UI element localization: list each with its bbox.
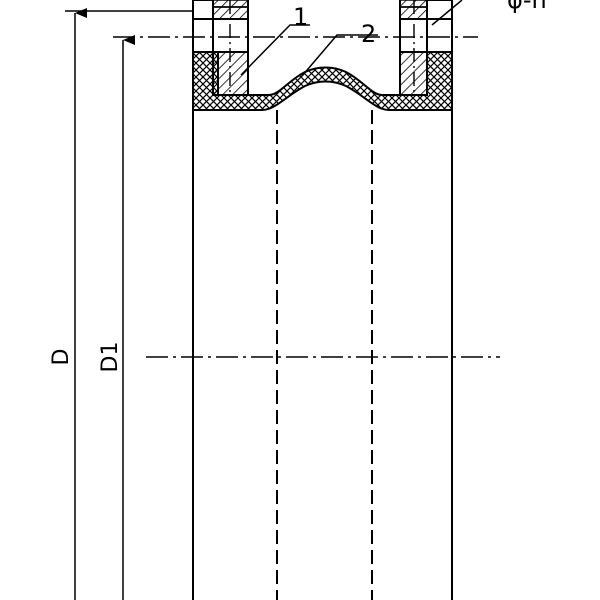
leader-line-1: [240, 24, 310, 76]
leader-line-2: [301, 34, 378, 77]
outer-flange-lines: [192, 110, 453, 600]
dimension-label-d1: D1: [98, 342, 123, 373]
dimension-label-d: D: [49, 349, 74, 366]
left-bolt-block: [192, 0, 214, 20]
callout-label-2: 2: [361, 20, 376, 48]
bore-hidden-lines: [276, 110, 373, 600]
callout-label-1: 1: [293, 3, 308, 31]
callout-label-bolt-holes: φ-n: [507, 0, 547, 14]
bolt-hole-centerlines: [229, 0, 415, 96]
leader-line-bolt-holes: [431, 0, 463, 26]
right-bolt-block: [426, 0, 453, 20]
